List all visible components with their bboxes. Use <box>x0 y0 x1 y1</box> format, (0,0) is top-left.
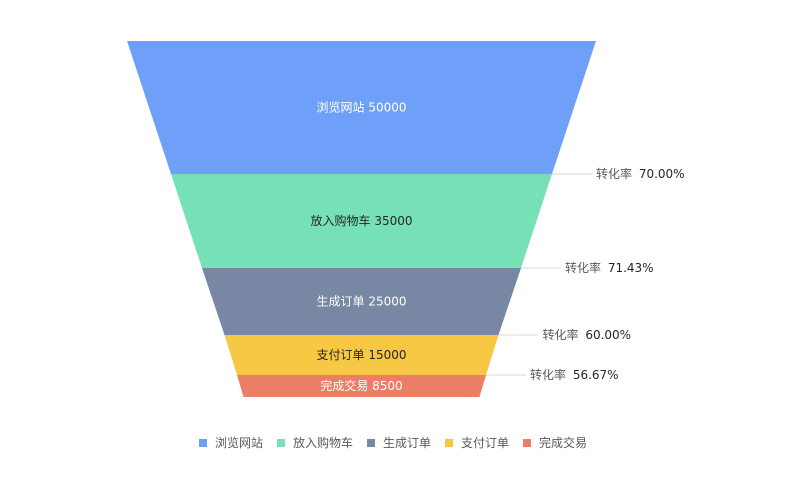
legend-swatch-icon <box>198 438 207 447</box>
legend-item[interactable]: 生成订单 <box>366 434 431 451</box>
legend-label: 支付订单 <box>461 436 510 450</box>
segment-label: 完成交易 8500 <box>320 378 402 393</box>
legend-swatch-icon <box>523 438 532 447</box>
segment-label: 浏览网站 50000 <box>317 100 407 115</box>
funnel-segment[interactable] <box>127 41 596 174</box>
conversion-rate-label: 转化率 56.67% <box>530 367 619 382</box>
legend-swatch-icon <box>276 438 285 447</box>
legend-item[interactable]: 浏览网站 <box>198 434 263 451</box>
conversion-rate-label: 转化率 60.00% <box>543 327 632 342</box>
conversion-rate-label: 转化率 70.00% <box>596 166 685 181</box>
segment-label: 生成订单 25000 <box>317 295 407 309</box>
legend: 浏览网站 放入购物车 生成订单 支付订单 完成交易 <box>0 434 786 451</box>
legend-swatch-icon <box>445 438 453 447</box>
legend-swatch-icon <box>366 438 375 447</box>
legend-label: 浏览网站 <box>214 436 263 450</box>
funnel-segment[interactable] <box>202 268 521 335</box>
funnel-segment[interactable] <box>171 174 552 268</box>
legend-item[interactable]: 放入购物车 <box>276 434 353 451</box>
legend-item[interactable]: 支付订单 <box>445 434 509 451</box>
funnel-segment[interactable] <box>237 375 486 397</box>
legend-label: 生成订单 <box>382 436 431 450</box>
funnel-segment[interactable] <box>224 335 499 375</box>
legend-label: 放入购物车 <box>292 436 353 450</box>
segment-label: 支付订单 15000 <box>317 348 407 362</box>
conversion-rate-label: 转化率 71.43% <box>565 260 654 275</box>
legend-label: 完成交易 <box>539 436 588 450</box>
segment-label: 放入购物车 35000 <box>311 213 413 228</box>
legend-item[interactable]: 完成交易 <box>523 434 587 451</box>
